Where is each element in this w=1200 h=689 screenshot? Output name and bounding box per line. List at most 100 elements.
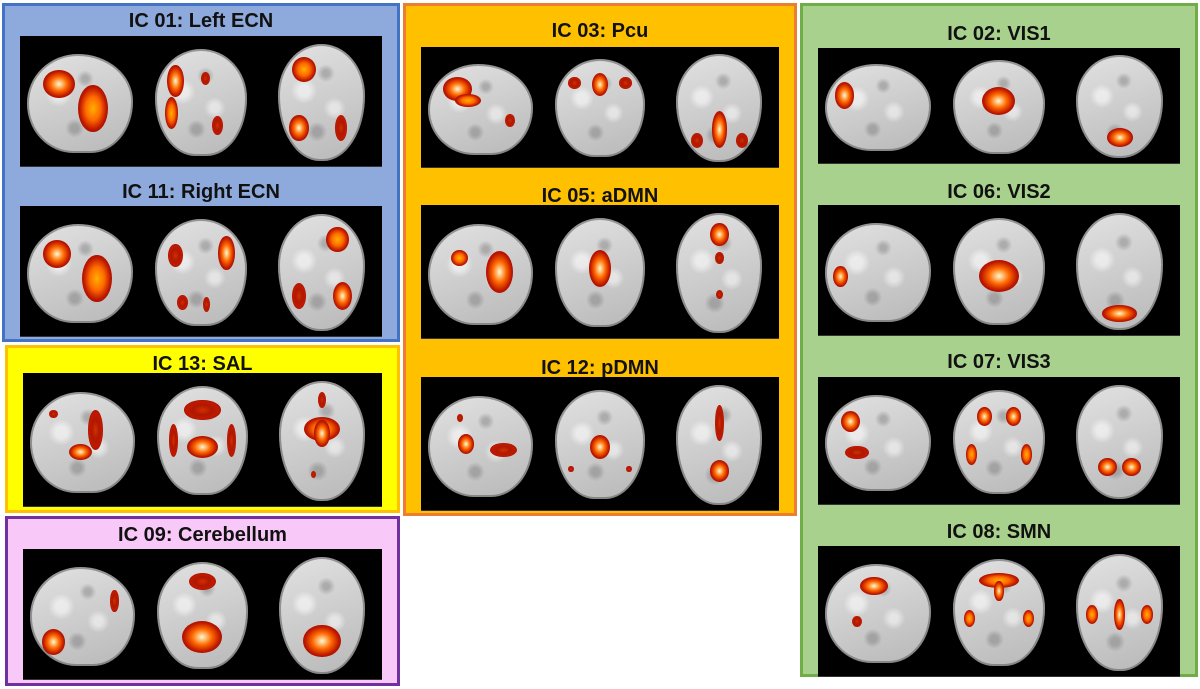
brain-image [428, 63, 534, 155]
sagittal-slice [20, 206, 141, 336]
brain-image [155, 219, 247, 326]
activation-blob [218, 236, 235, 271]
activation-blob [455, 93, 481, 107]
axial-slice [1059, 205, 1180, 335]
activation-blob [568, 465, 574, 473]
brain-image [278, 43, 366, 161]
activation-blob [41, 629, 65, 656]
brain-image [156, 562, 248, 669]
brain-image [953, 559, 1045, 666]
activation-blob [226, 424, 237, 458]
brain-image [1076, 553, 1164, 671]
sagittal-slice [23, 549, 143, 679]
axial-slice [262, 549, 382, 679]
activation-blob [845, 445, 869, 460]
activation-blob [860, 577, 888, 595]
activation-blob [310, 470, 317, 478]
brain-image [1076, 384, 1164, 499]
activation-blob [186, 436, 218, 459]
sagittal-slice [818, 48, 939, 163]
axial-slice [262, 373, 382, 506]
brain-image [953, 389, 1045, 494]
sagittal-slice [818, 546, 939, 676]
coronal-slice [939, 205, 1060, 335]
axial-slice [261, 36, 382, 166]
activation-blob [167, 64, 184, 97]
brain-slice-strip [818, 377, 1180, 505]
activation-blob [715, 289, 723, 300]
brain-image [428, 395, 534, 497]
brain-image [27, 54, 134, 153]
brain-image [155, 49, 247, 156]
activation-blob [334, 115, 347, 141]
brain-image [279, 556, 366, 674]
activation-blob [834, 82, 854, 109]
brain-image [825, 394, 932, 492]
activation-blob [1122, 457, 1142, 477]
brain-image [554, 218, 646, 328]
activation-blob [714, 252, 724, 265]
activation-blob [184, 400, 221, 421]
component-title: IC 11: Right ECN [122, 181, 280, 203]
component-title: IC 09: Cerebellum [118, 524, 287, 546]
activation-blob [504, 113, 516, 127]
axial-slice [261, 206, 382, 336]
sagittal-slice [818, 205, 939, 335]
activation-blob [49, 409, 58, 418]
coronal-slice [540, 47, 659, 167]
activation-blob [165, 96, 179, 129]
activation-blob [1006, 407, 1021, 427]
sagittal-slice [421, 205, 540, 338]
activation-blob [1085, 605, 1098, 624]
activation-blob [69, 444, 93, 461]
brain-image [953, 218, 1045, 325]
activation-blob [457, 434, 475, 455]
brain-image [156, 386, 248, 496]
activation-blob [1097, 457, 1117, 477]
coronal-slice [540, 377, 659, 510]
activation-blob [976, 407, 992, 427]
component-title: IC 13: SAL [152, 353, 253, 375]
sagittal-slice [421, 47, 540, 167]
activation-blob [88, 409, 103, 451]
brain-image [554, 59, 646, 158]
coronal-slice [143, 549, 263, 679]
axial-slice [660, 377, 779, 510]
coronal-slice [939, 48, 1060, 163]
activation-blob [168, 424, 178, 458]
activation-blob [43, 69, 75, 98]
brain-slice-strip [20, 36, 382, 167]
activation-blob [292, 282, 306, 309]
activation-blob [110, 589, 119, 612]
activation-blob [202, 296, 211, 312]
axial-slice [1059, 377, 1180, 504]
sagittal-slice [23, 373, 143, 506]
activation-blob [964, 610, 976, 628]
activation-blob [188, 572, 217, 590]
component-title: IC 02: VIS1 [947, 23, 1051, 45]
activation-blob [965, 443, 977, 465]
activation-blob [177, 294, 189, 310]
activation-blob [589, 435, 610, 459]
brain-image [30, 391, 136, 493]
sagittal-slice [421, 377, 540, 510]
activation-blob [200, 72, 211, 86]
brain-slice-strip [421, 377, 779, 511]
activation-blob [589, 249, 611, 287]
brain-slice-strip [23, 549, 382, 680]
brain-image [27, 224, 134, 323]
coronal-slice [141, 206, 262, 336]
component-title: IC 07: VIS3 [947, 351, 1051, 373]
activation-blob [568, 76, 581, 89]
activation-blob [82, 254, 113, 303]
component-title: IC 03: Pcu [551, 20, 649, 42]
activation-blob [325, 226, 349, 253]
coronal-slice [141, 36, 262, 166]
activation-blob [43, 239, 71, 268]
axial-slice [660, 47, 779, 167]
activation-blob [735, 133, 748, 149]
activation-blob [978, 259, 1020, 292]
network-group-sal: IC 13: SAL [5, 345, 400, 513]
